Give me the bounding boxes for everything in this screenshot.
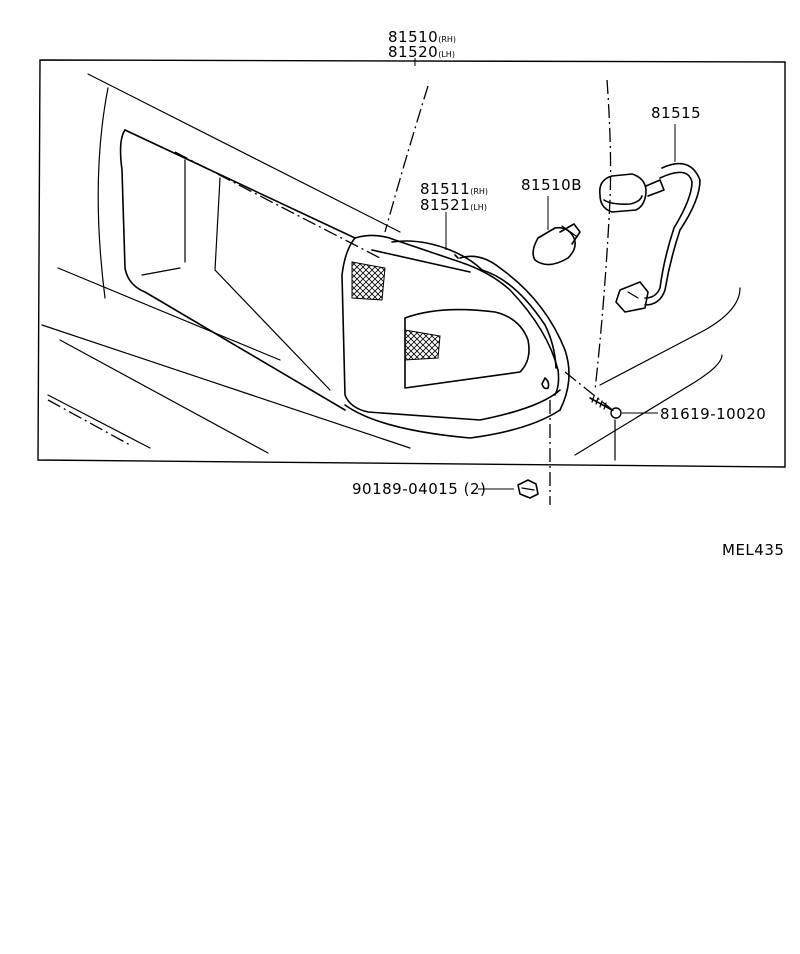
label-lamp-assy-lh: 81520(LH)	[388, 43, 455, 61]
reference-lines	[384, 79, 616, 505]
diagram-code: MEL435	[722, 541, 784, 559]
label-socket: 81515	[651, 104, 701, 122]
bulb	[532, 223, 581, 266]
lamp-housing	[341, 234, 570, 439]
label-clip: 90189-04015 (2)	[352, 480, 486, 498]
label-lens-rh: 81511(RH)	[420, 180, 488, 198]
body-panel	[41, 73, 411, 454]
fender-curves	[574, 287, 741, 461]
label-lens-lh: 81521(LH)	[420, 196, 487, 214]
label-screw: 81619-10020	[660, 405, 766, 423]
socket-and-wire	[598, 162, 701, 313]
label-bulb: 81510B	[521, 176, 582, 194]
clip	[517, 479, 539, 499]
leader-lines	[414, 58, 676, 490]
label-lamp-assy-rh: 81510(RH)	[388, 28, 456, 46]
screw	[589, 395, 622, 419]
diagram-frame	[37, 59, 786, 468]
